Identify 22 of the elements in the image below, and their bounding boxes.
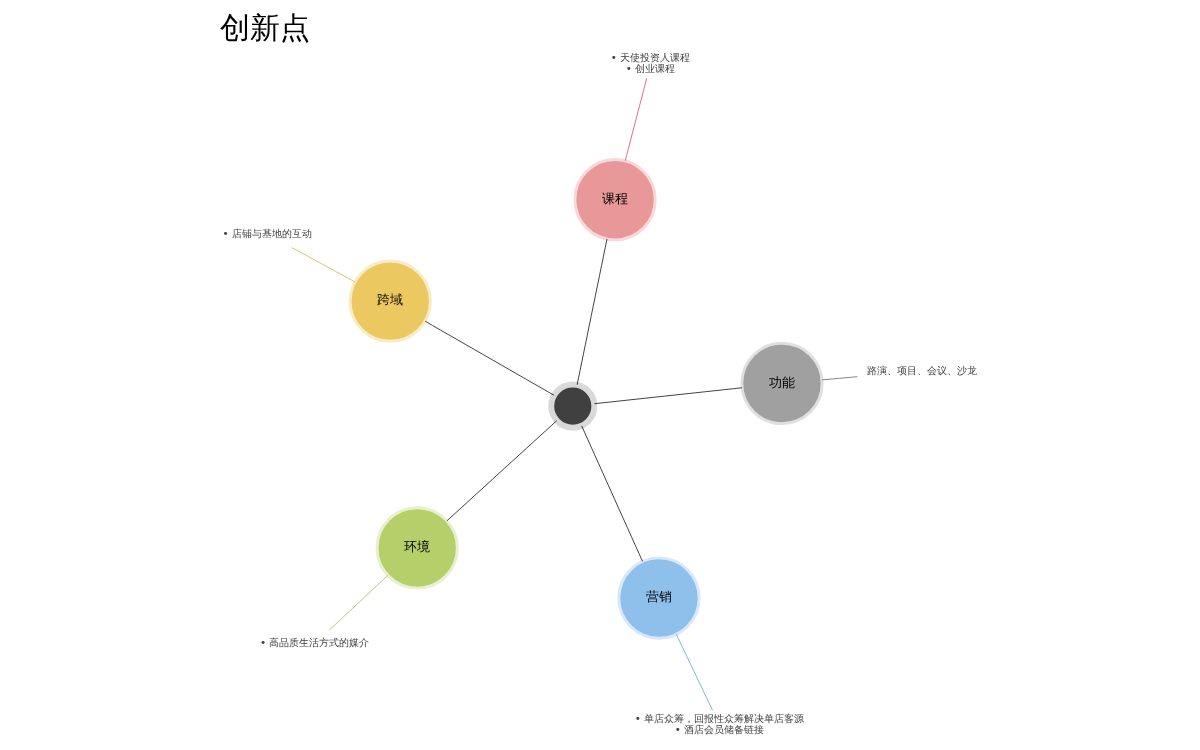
node-text: • 单店众筹，回报性众筹解决单店客源 • 酒店会员储备链接	[634, 711, 805, 735]
connector	[424, 320, 555, 396]
node-circle: 功能	[740, 341, 824, 426]
node-text: • 天使投资人课程 • 创业课程	[610, 51, 691, 75]
node-circle: 课程	[573, 158, 657, 242]
node-text: 路演、项目、会议、沙龙	[866, 363, 977, 376]
connector	[291, 247, 356, 283]
node-circle: 跨域	[348, 259, 432, 343]
connector	[446, 420, 558, 522]
connector	[821, 376, 858, 381]
connector	[328, 575, 389, 631]
node-circle: 环境	[375, 506, 459, 590]
connector	[576, 238, 608, 386]
connector	[581, 425, 643, 562]
node-circle: 营销	[617, 556, 701, 640]
connector	[594, 387, 743, 405]
node-text: • 店铺与基地的互动	[222, 226, 312, 239]
node-text: • 高品质生活方式的媒介	[260, 636, 370, 649]
connector	[675, 634, 713, 711]
connector	[624, 77, 648, 162]
node-circle	[548, 381, 598, 431]
diagram-title: 创新点	[219, 9, 310, 45]
